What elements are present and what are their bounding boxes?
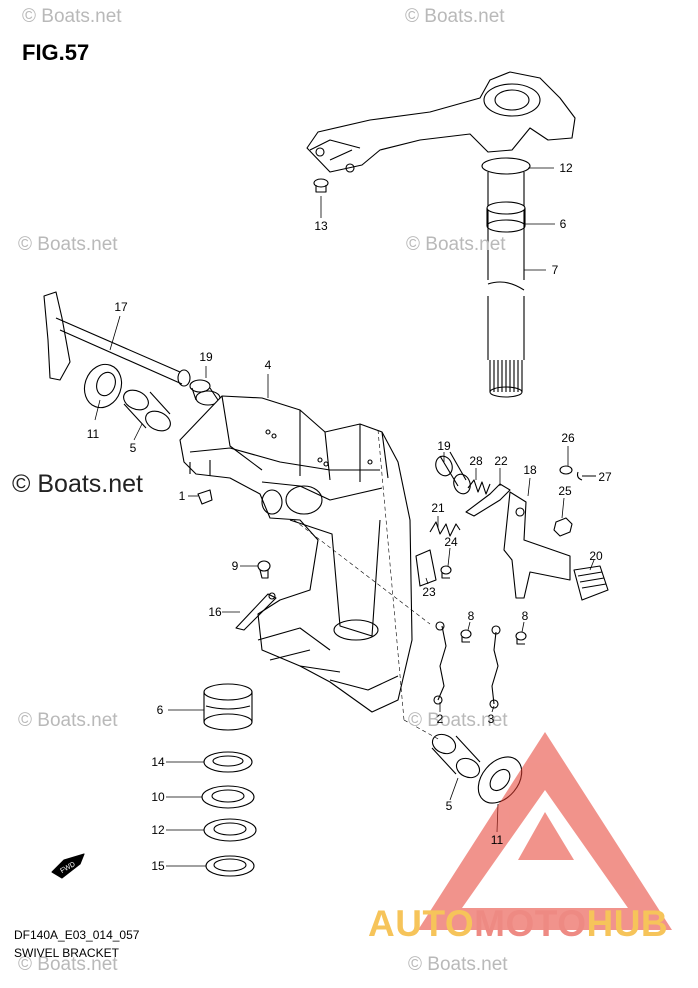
callout: 3: [487, 712, 495, 726]
callout: 11: [490, 833, 504, 847]
grip-20: [573, 565, 609, 601]
brand-part-auto: AUTO: [368, 903, 475, 944]
callout: 28: [469, 454, 483, 468]
brand-wordmark: AUTOMOTOHUB: [368, 903, 668, 945]
bolt-8a: [460, 629, 472, 643]
watermark-mid-right: © Boats.net: [406, 234, 506, 255]
screw-1: [197, 489, 213, 505]
callout: 5: [445, 799, 453, 813]
spring-28: [467, 479, 491, 495]
watermark-low-left: © Boats.net: [18, 710, 118, 731]
callout: 13: [314, 219, 328, 233]
bush-6-lower: [203, 683, 253, 731]
bush-5-right: [431, 733, 481, 779]
bolt-13: [313, 178, 329, 193]
callout: 6: [559, 217, 567, 231]
watermark-bottom-left: © Boats.net: [18, 954, 118, 975]
spring-21: [429, 521, 461, 537]
brand-part-moto: MOTO: [474, 903, 587, 944]
callout: 15: [151, 859, 165, 873]
callout: 24: [444, 535, 458, 549]
callout: 18: [523, 463, 537, 477]
callout: 2: [436, 712, 444, 726]
callout: 25: [558, 484, 572, 498]
bolt-24: [440, 565, 452, 579]
callout: 17: [114, 300, 128, 314]
callout: 8: [467, 609, 475, 623]
washer-10: [201, 785, 255, 809]
bush-19-upper: [189, 379, 221, 406]
watermark-top-right: © Boats.net: [405, 6, 505, 27]
callout: 26: [561, 431, 575, 445]
callout: 11: [86, 427, 100, 441]
callout: 4: [264, 358, 272, 372]
callout: 12: [151, 823, 165, 837]
tilt-tube: [43, 291, 191, 387]
lead-wire-3: [489, 625, 501, 709]
clip-16: [235, 592, 277, 631]
washer-14: [203, 751, 253, 773]
lead-wire-2: [433, 621, 447, 705]
callout: 6: [156, 703, 164, 717]
callout: 27: [598, 470, 612, 484]
swivel-bracket-body: [179, 395, 413, 713]
washer-12: [203, 818, 257, 842]
bolt-8b: [515, 631, 527, 645]
callout: 9: [231, 559, 239, 573]
figure-title: FIG.57: [22, 40, 90, 65]
callout: 5: [129, 441, 137, 455]
bush-5-left: [123, 389, 171, 432]
watermark-bottom-right: © Boats.net: [408, 954, 508, 975]
watermark-top-left: © Boats.net: [22, 6, 122, 27]
plate-23: [415, 549, 437, 587]
washer-26: [559, 465, 573, 475]
watermark-low-right: © Boats.net: [408, 710, 508, 731]
washer-11-left: [83, 363, 123, 409]
callout: 7: [551, 263, 559, 277]
callout: 19: [199, 350, 213, 364]
steering-arm: [306, 71, 576, 173]
callout: 21: [431, 501, 445, 515]
screw-9: [257, 560, 271, 579]
bush-19-right: [435, 451, 471, 495]
figure-name: SWIVEL BRACKET: [14, 946, 119, 960]
nut-25: [553, 517, 573, 537]
watermark-large: © Boats.net: [12, 470, 143, 498]
center-lines: [293, 429, 441, 741]
callout: 20: [589, 549, 603, 563]
callout: 22: [494, 454, 508, 468]
pilot-shaft: [481, 157, 531, 398]
figure-code: DF140A_E03_014_057: [14, 928, 140, 942]
callout: 19: [437, 439, 451, 453]
watermark-mid-left: © Boats.net: [18, 234, 118, 255]
automotohub-logo: [418, 732, 672, 930]
fwd-arrow-icon: [51, 853, 85, 879]
circlip-15: [205, 855, 255, 877]
callout: 1: [178, 489, 186, 503]
callout: 16: [208, 605, 222, 619]
brand-part-hub: HUB: [586, 903, 669, 944]
callout: 14: [151, 755, 165, 769]
callout: 12: [559, 161, 573, 175]
callout: 23: [422, 585, 436, 599]
lock-lever-18: [503, 491, 571, 599]
lever-22: [465, 483, 511, 517]
callout: 10: [151, 790, 165, 804]
callout: 8: [521, 609, 529, 623]
